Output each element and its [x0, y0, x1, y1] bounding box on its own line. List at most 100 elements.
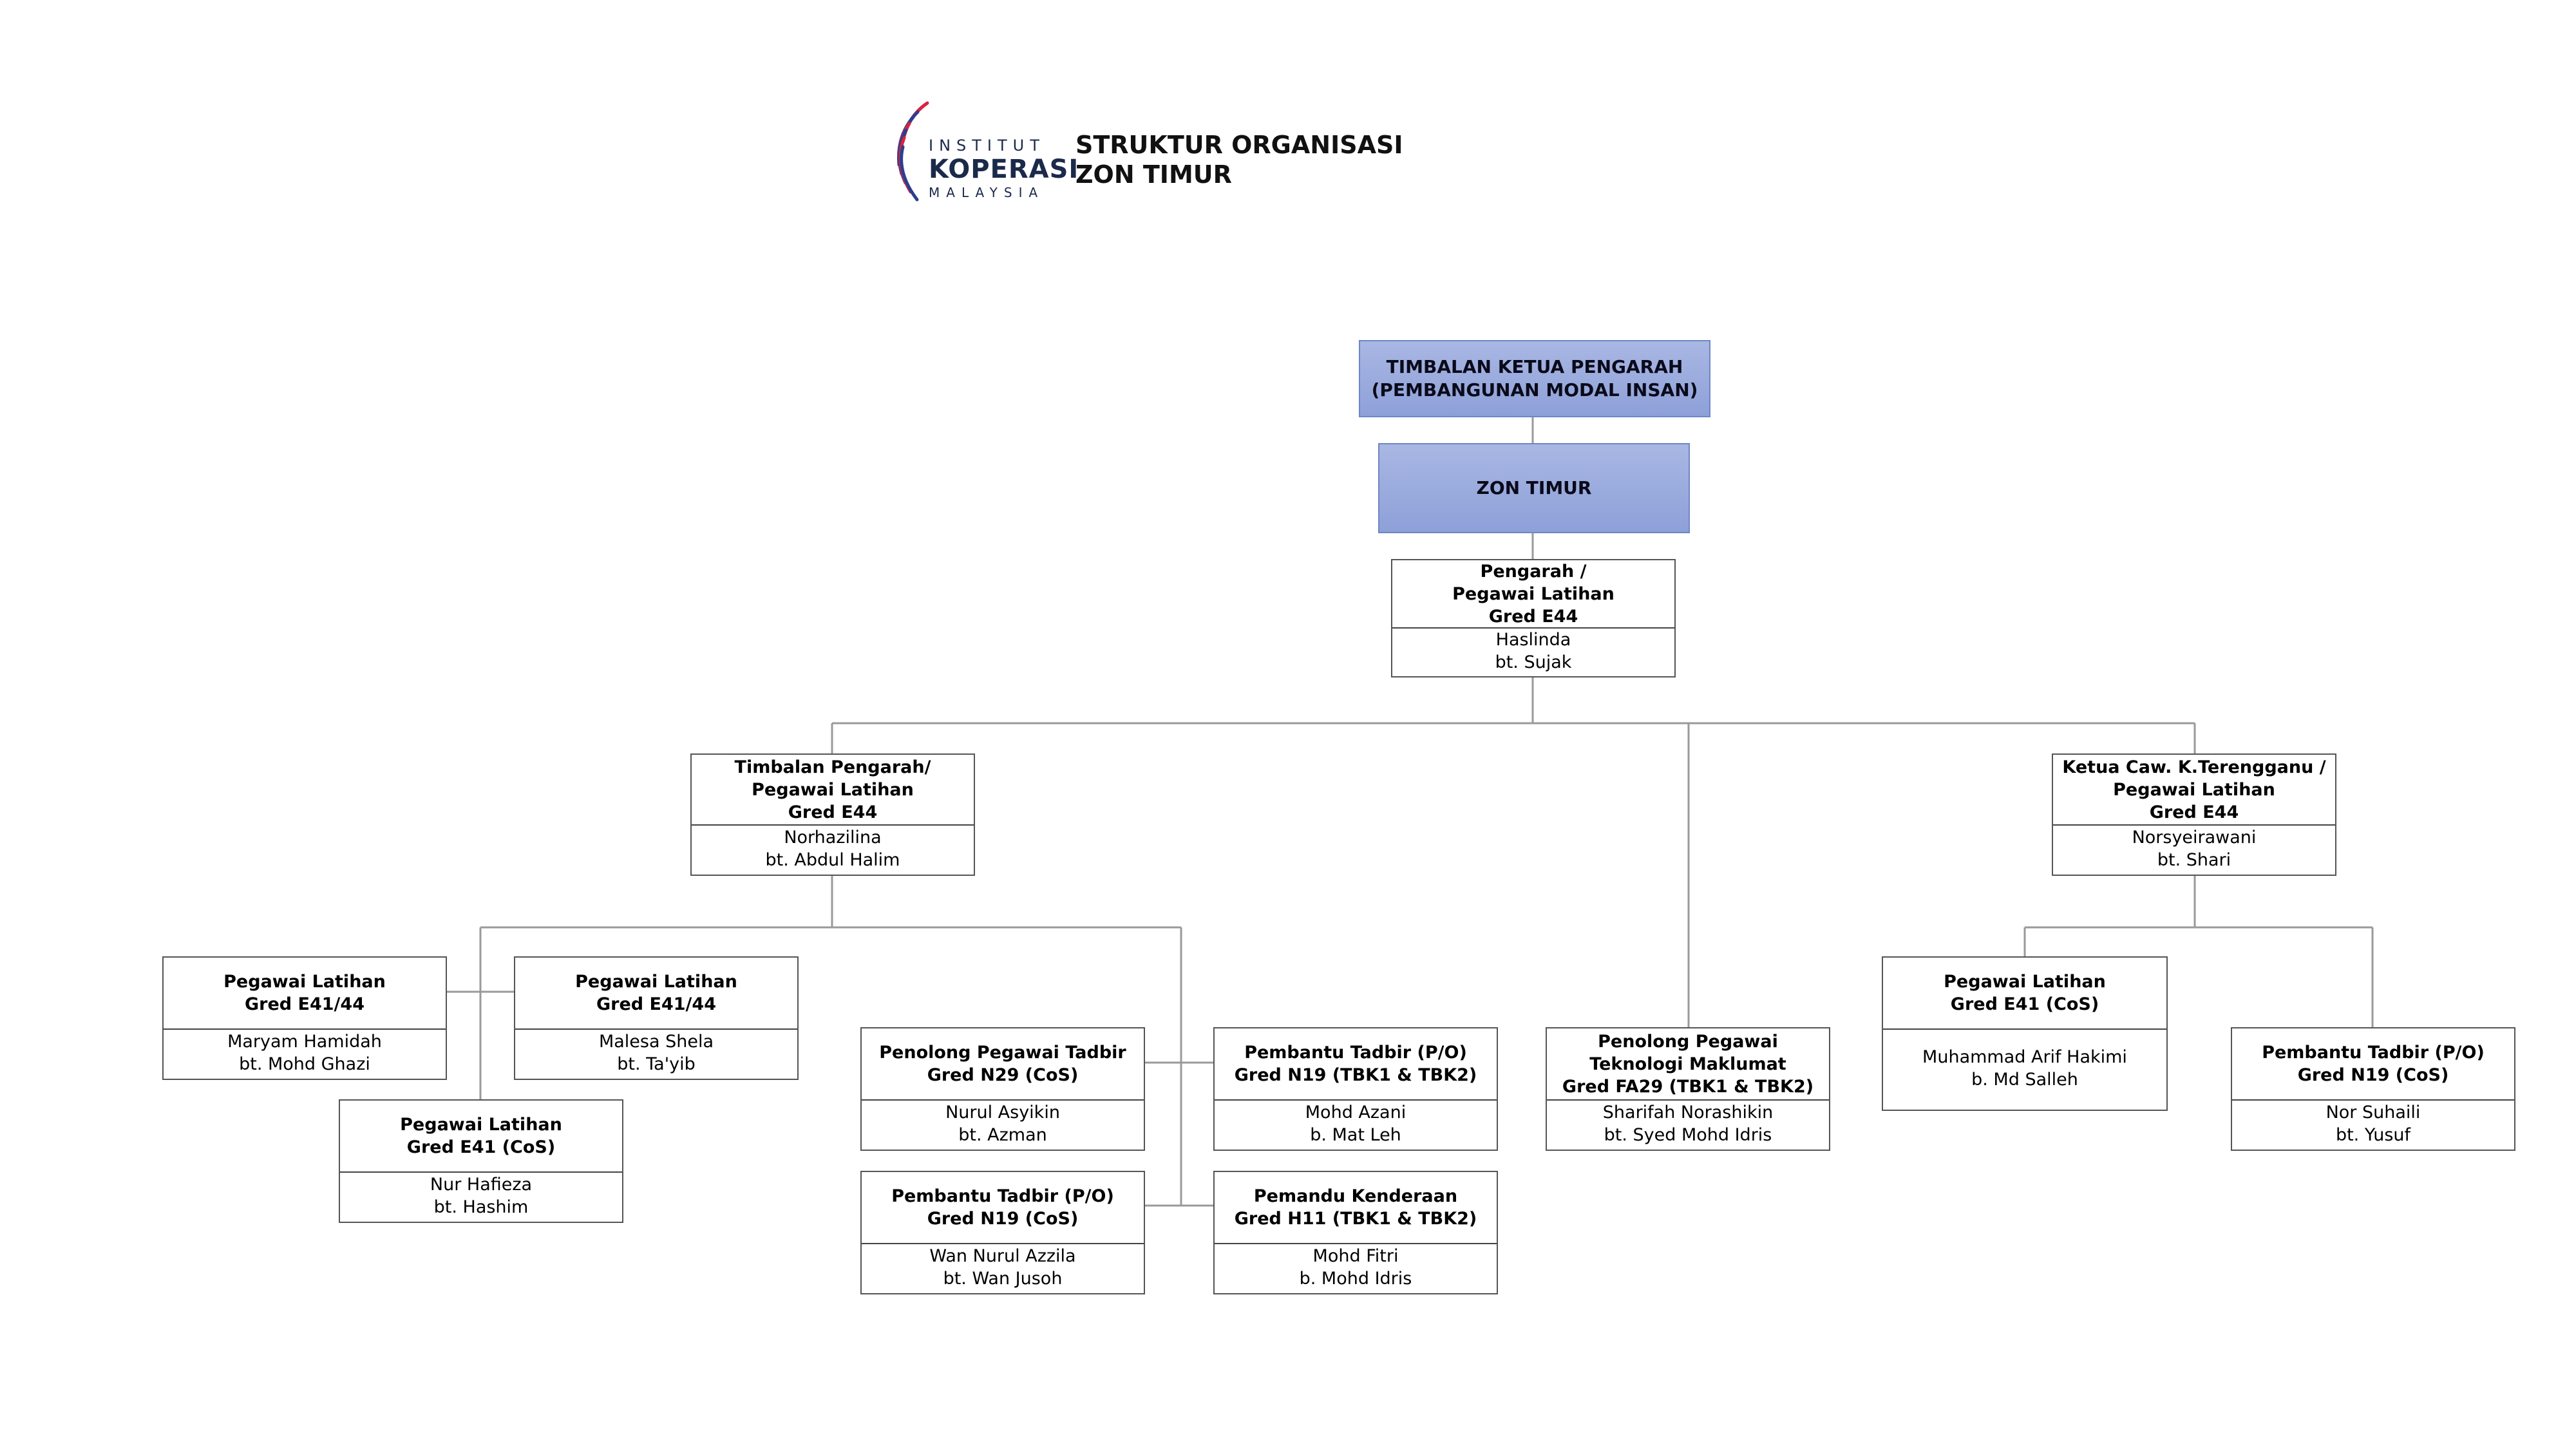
name-line: bt. Mohd Ghazi [239, 1054, 370, 1074]
node-ketua-cawangan[interactable]: Ketua Caw. K.Terengganu / Pegawai Latiha… [2052, 753, 2336, 876]
chart-title: STRUKTUR ORGANISASI ZON TIMUR [1075, 130, 1403, 189]
name-line: Sharifah Norashikin [1602, 1103, 1774, 1122]
name-line: Mohd Fitri [1312, 1246, 1399, 1266]
node-name: Mohd Fitri b. Mohd Idris [1215, 1242, 1497, 1293]
title-line: Pembantu Tadbir (P/O) [891, 1186, 1114, 1206]
node-pembantu-tadbir-suhaili[interactable]: Pembantu Tadbir (P/O) Gred N19 (CoS) Nor… [2231, 1027, 2515, 1151]
zon-label: ZON TIMUR [1476, 477, 1592, 498]
title-line: Penolong Pegawai [1598, 1031, 1778, 1052]
title-line: Gred E41/44 [245, 994, 365, 1014]
title-line: Gred N29 (CoS) [927, 1065, 1079, 1085]
name-line: Haslinda [1495, 630, 1571, 650]
name-line: Malesa Shela [598, 1032, 714, 1052]
name-line: bt. Hashim [433, 1197, 529, 1217]
logo-line3: MALAYSIA [929, 185, 1045, 200]
title-line: Pengarah / [1480, 561, 1587, 582]
name-line: bt. Azman [958, 1125, 1047, 1145]
name-line: Maryam Hamidah [227, 1032, 382, 1052]
title-line: Pegawai Latihan [752, 779, 914, 800]
title-line: Penolong Pegawai Tadbir [879, 1043, 1126, 1063]
node-name: Maryam Hamidah bt. Mohd Ghazi [164, 1027, 446, 1079]
title-line: Pegawai Latihan [575, 972, 737, 992]
name-line: bt. Yusuf [2335, 1125, 2411, 1145]
tkp-line2: (PEMBANGUNAN MODAL INSAN) [1371, 379, 1698, 401]
title-line: Gred N19 (CoS) [2297, 1065, 2449, 1085]
node-name: Nurul Asyikin bt. Azman [862, 1098, 1144, 1150]
title-line: Pegawai Latihan [400, 1115, 562, 1135]
title-line: Gred E44 [2149, 802, 2239, 822]
name-line: Nor Suhaili [2325, 1103, 2421, 1122]
title-line: Gred E41/44 [596, 994, 716, 1014]
name-line: Muhammad Arif Hakimi [1922, 1047, 2127, 1067]
title-line: Teknologi Maklumat [1589, 1054, 1786, 1074]
node-timbalan-name: Norhazilina bt. Abdul Halim [692, 823, 974, 875]
title-line: Pegawai Latihan [1452, 583, 1615, 604]
name-line: Mohd Azani [1305, 1103, 1406, 1122]
node-pegawai-latihan-malesa[interactable]: Pegawai Latihan Gred E41/44 Malesa Shela… [514, 956, 799, 1080]
name-line: Norsyeirawani [2132, 828, 2257, 848]
node-title: Penolong Pegawai Teknologi Maklumat Gred… [1547, 1028, 1829, 1101]
name-line: b. Mohd Idris [1299, 1269, 1412, 1289]
node-name: Wan Nurul Azzila bt. Wan Jusoh [862, 1242, 1144, 1293]
name-line: bt. Ta'yib [617, 1054, 696, 1074]
node-ketua-name: Norsyeirawani bt. Shari [2053, 823, 2335, 875]
name-line: Nurul Asyikin [945, 1103, 1060, 1122]
node-pegawai-latihan-arif[interactable]: Pegawai Latihan Gred E41 (CoS) Muhammad … [1882, 956, 2168, 1111]
logo-line2: KOPERASI [929, 155, 1079, 184]
title-line: Gred E41 (CoS) [1950, 994, 2099, 1014]
node-pengarah-title: Pengarah / Pegawai Latihan Gred E44 [1392, 560, 1674, 629]
node-title: Pembantu Tadbir (P/O) Gred N19 (TBK1 & T… [1215, 1028, 1497, 1101]
title-line: Gred E44 [1488, 606, 1578, 627]
node-name: Muhammad Arif Hakimi b. Md Salleh [1883, 1027, 2166, 1110]
node-penolong-pegawai-it-sharifah[interactable]: Penolong Pegawai Teknologi Maklumat Gred… [1546, 1027, 1830, 1151]
name-line: b. Md Salleh [1971, 1070, 2078, 1090]
title-line: Gred N19 (TBK1 & TBK2) [1234, 1065, 1477, 1085]
node-pengarah-name: Haslinda bt. Sujak [1392, 626, 1674, 676]
name-line: bt. Shari [2157, 850, 2231, 870]
node-timbalan-title: Timbalan Pengarah/ Pegawai Latihan Gred … [692, 755, 974, 826]
chart-title-line2: ZON TIMUR [1075, 160, 1232, 189]
chart-title-line1: STRUKTUR ORGANISASI [1075, 131, 1403, 159]
title-line: Pegawai Latihan [2113, 779, 2275, 800]
node-timbalan-ketua-pengarah[interactable]: TIMBALAN KETUA PENGARAH (PEMBANGUNAN MOD… [1359, 340, 1710, 417]
node-title: Pegawai Latihan Gred E41 (CoS) [340, 1101, 622, 1173]
name-line: b. Mat Leh [1310, 1125, 1401, 1145]
node-title: Pembantu Tadbir (P/O) Gred N19 (CoS) [2232, 1028, 2514, 1101]
node-pembantu-tadbir-azani[interactable]: Pembantu Tadbir (P/O) Gred N19 (TBK1 & T… [1213, 1027, 1498, 1151]
institute-logo: INSTITUT KOPERASI MALAYSIA [889, 90, 1079, 213]
node-zon-timur[interactable]: ZON TIMUR [1378, 443, 1690, 533]
title-line: Gred FA29 (TBK1 & TBK2) [1562, 1076, 1814, 1097]
node-pegawai-latihan-maryam[interactable]: Pegawai Latihan Gred E41/44 Maryam Hamid… [162, 956, 447, 1080]
node-ketua-title: Ketua Caw. K.Terengganu / Pegawai Latiha… [2053, 755, 2335, 826]
node-title: Pegawai Latihan Gred E41/44 [164, 958, 446, 1030]
name-line: Norhazilina [784, 828, 882, 848]
node-pegawai-latihan-nur-hafieza[interactable]: Pegawai Latihan Gred E41 (CoS) Nur Hafie… [339, 1099, 623, 1223]
node-title: Pemandu Kenderaan Gred H11 (TBK1 & TBK2) [1215, 1172, 1497, 1244]
node-timbalan-pengarah[interactable]: Timbalan Pengarah/ Pegawai Latihan Gred … [690, 753, 975, 876]
node-title: Pembantu Tadbir (P/O) Gred N19 (CoS) [862, 1172, 1144, 1244]
node-pemandu-kenderaan-fitri[interactable]: Pemandu Kenderaan Gred H11 (TBK1 & TBK2)… [1213, 1171, 1498, 1294]
title-line: Gred E41 (CoS) [406, 1137, 556, 1157]
node-title: Penolong Pegawai Tadbir Gred N29 (CoS) [862, 1028, 1144, 1101]
node-pengarah[interactable]: Pengarah / Pegawai Latihan Gred E44 Hasl… [1391, 559, 1676, 677]
name-line: bt. Sujak [1495, 652, 1572, 672]
title-line: Pemandu Kenderaan [1253, 1186, 1458, 1206]
title-line: Pegawai Latihan [223, 972, 386, 992]
tkp-line1: TIMBALAN KETUA PENGARAH [1386, 356, 1683, 377]
name-line: Nur Hafieza [430, 1175, 533, 1195]
node-name: Nur Hafieza bt. Hashim [340, 1170, 622, 1222]
title-line: Gred E44 [788, 802, 878, 822]
title-line: Gred N19 (CoS) [927, 1209, 1079, 1229]
title-line: Pegawai Latihan [1944, 972, 2106, 992]
node-name: Malesa Shela bt. Ta'yib [515, 1027, 797, 1079]
node-pembantu-tadbir-wan[interactable]: Pembantu Tadbir (P/O) Gred N19 (CoS) Wan… [860, 1171, 1145, 1294]
name-line: bt. Wan Jusoh [943, 1269, 1063, 1289]
title-line: Timbalan Pengarah/ [734, 757, 931, 777]
name-line: bt. Abdul Halim [765, 850, 900, 870]
chart-header: INSTITUT KOPERASI MALAYSIA STRUKTUR ORGA… [889, 90, 1404, 213]
node-penolong-pegawai-tadbir-nurul[interactable]: Penolong Pegawai Tadbir Gred N29 (CoS) N… [860, 1027, 1145, 1151]
logo-arc-icon [897, 101, 929, 202]
title-line: Ketua Caw. K.Terengganu / [2062, 757, 2326, 777]
name-line: bt. Syed Mohd Idris [1604, 1125, 1772, 1145]
